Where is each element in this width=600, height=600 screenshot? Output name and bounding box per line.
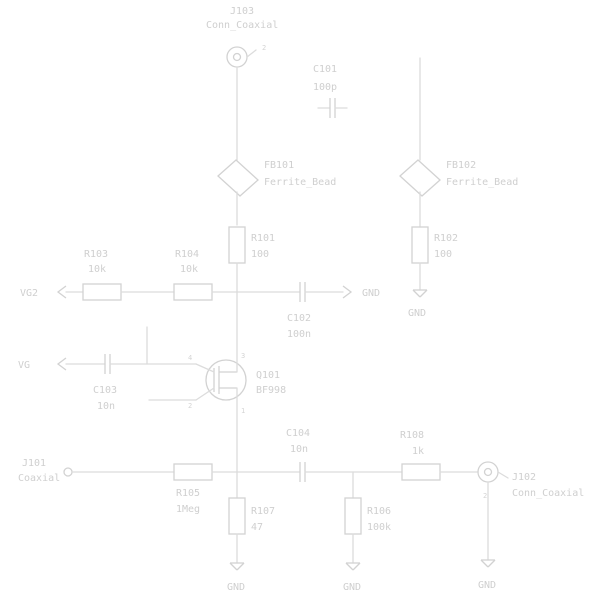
r101-resistor (228, 226, 246, 264)
c102-value: 100n (287, 329, 311, 340)
gnd-symbol-j102 (480, 559, 496, 568)
q101-pin-source: 1 (241, 407, 245, 415)
r102-value: 100 (434, 249, 452, 260)
r108-ref: R108 (400, 430, 424, 441)
r108-resistor (401, 463, 441, 481)
gnd-label-r102: GND (408, 308, 426, 319)
fb102-ferrite-bead (399, 159, 441, 228)
fb101-ref: FB101 (264, 160, 294, 171)
vg-port-arrow (56, 357, 67, 371)
j103-value: Conn_Coaxial (206, 20, 278, 31)
q101-pin-g2: 4 (188, 354, 192, 362)
j101-value: Coaxial (18, 473, 60, 484)
r106-ref: R106 (367, 506, 391, 517)
j103-connector (226, 46, 257, 68)
c104-value: 10n (290, 444, 308, 455)
c103-capacitor (104, 354, 111, 374)
r101-value: 100 (251, 249, 269, 260)
fb101-ferrite-bead (217, 159, 259, 226)
r104-value: 10k (180, 264, 198, 275)
fb102-ref: FB102 (446, 160, 476, 171)
q101-pin-g1: 2 (188, 402, 192, 410)
gnd-port-arrow (342, 285, 353, 299)
r105-value: 1Meg (176, 504, 200, 515)
r106-resistor (344, 497, 362, 535)
c104-capacitor (299, 462, 306, 482)
c103-value: 10n (97, 401, 115, 412)
c101-capacitor (317, 98, 348, 118)
j103-pin: 2 (262, 44, 266, 52)
q101-mosfet (195, 352, 247, 411)
r105-resistor (173, 463, 213, 481)
j102-pin: 2 (483, 492, 487, 500)
gnd-label-j102: GND (478, 580, 496, 591)
j103-ref: J103 (230, 6, 254, 17)
gnd-symbol-r106 (345, 562, 361, 571)
vg2-net-label: VG2 (20, 288, 38, 299)
j101-ref: J101 (22, 458, 46, 469)
c104-ref: C104 (286, 428, 310, 439)
c103-ref: C103 (93, 385, 117, 396)
j101-connector (63, 467, 73, 477)
gnd-label-r106: GND (343, 582, 361, 593)
r102-resistor (411, 226, 429, 264)
r104-ref: R104 (175, 249, 199, 260)
r103-ref: R103 (84, 249, 108, 260)
r107-resistor (228, 497, 246, 535)
j102-value: Conn_Coaxial (512, 488, 584, 499)
fb101-value: Ferrite_Bead (264, 177, 336, 188)
c101-value: 100p (313, 82, 337, 93)
r105-ref: R105 (176, 488, 200, 499)
r102-ref: R102 (434, 233, 458, 244)
q101-value: BF998 (256, 385, 286, 396)
c102-capacitor (299, 282, 306, 302)
r101-ref: R101 (251, 233, 275, 244)
r104-resistor (173, 283, 213, 301)
r107-ref: R107 (251, 506, 275, 517)
vg2-port-arrow (56, 285, 67, 299)
fb102-value: Ferrite_Bead (446, 177, 518, 188)
vg-net-label: VG (18, 360, 30, 371)
j102-ref: J102 (512, 472, 536, 483)
q101-ref: Q101 (256, 370, 280, 381)
c102-ref: C102 (287, 313, 311, 324)
gnd-net-label: GND (362, 288, 380, 299)
gnd-symbol-r102 (412, 289, 428, 298)
c101-ref: C101 (313, 64, 337, 75)
r108-value: 1k (412, 446, 424, 457)
gnd-symbol-r107 (229, 562, 245, 571)
r106-value: 100k (367, 522, 391, 533)
gnd-label-r107: GND (227, 582, 245, 593)
r107-value: 47 (251, 522, 263, 533)
j102-connector (477, 461, 509, 483)
q101-pin-drain: 3 (241, 352, 245, 360)
r103-value: 10k (88, 264, 106, 275)
r103-resistor (82, 283, 122, 301)
